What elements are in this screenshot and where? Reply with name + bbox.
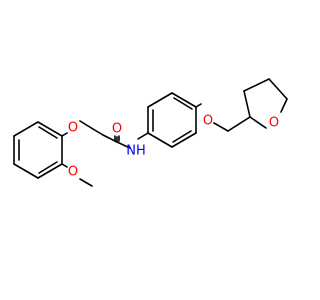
bond xyxy=(61,163,68,168)
bond xyxy=(213,122,229,132)
bond xyxy=(13,121,39,137)
ether-oxygen-label: O xyxy=(203,114,213,129)
ether-oxygen-label: O xyxy=(68,121,78,136)
bond xyxy=(61,132,68,137)
molecule-structure: O O O NH O O xyxy=(0,0,300,300)
bond-double-inner xyxy=(38,161,58,174)
bond xyxy=(243,78,270,92)
bond xyxy=(13,163,39,179)
amide-nitrogen-label: NH xyxy=(126,144,146,159)
bond-double-inner xyxy=(38,126,58,139)
bond xyxy=(37,163,63,179)
bond xyxy=(249,116,267,129)
bond-layer xyxy=(13,78,288,187)
canvas-background xyxy=(0,0,300,300)
bond xyxy=(243,90,251,118)
bond-double-inner xyxy=(172,130,192,143)
bond xyxy=(137,132,149,140)
bond xyxy=(147,132,173,148)
bond xyxy=(280,98,288,113)
bond xyxy=(268,78,288,100)
bond xyxy=(147,92,173,108)
bond xyxy=(79,120,94,130)
ring-oxygen-label: O xyxy=(269,116,279,131)
bond xyxy=(195,103,202,108)
bond xyxy=(227,116,251,132)
bond xyxy=(171,92,197,108)
bond-double-inner xyxy=(173,97,193,110)
methoxy-oxygen-label: O xyxy=(68,165,78,180)
ketone-oxygen-label: O xyxy=(112,122,122,137)
bond xyxy=(171,132,197,148)
bond xyxy=(79,178,93,187)
atom-label-layer: O O O NH O O xyxy=(68,114,279,180)
bond xyxy=(116,141,131,149)
bond xyxy=(37,121,63,137)
bond xyxy=(92,128,104,136)
